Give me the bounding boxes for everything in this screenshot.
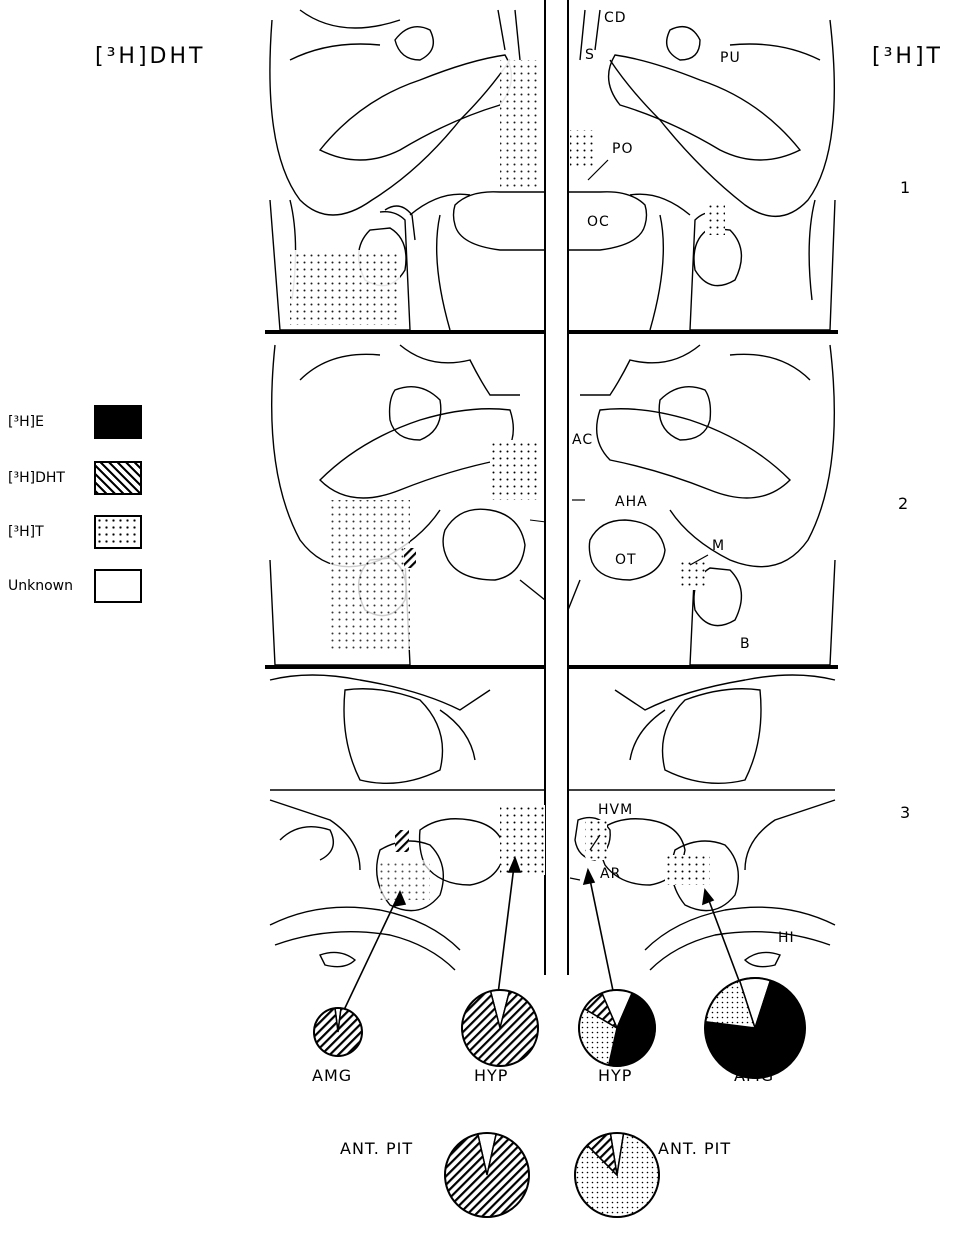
pie-label-left-ant-pit: ANT. PIT [340, 1139, 413, 1158]
pie-right-amg [705, 978, 805, 1078]
region-label-oc: OC [587, 214, 610, 230]
region-label-aha: AHA [615, 494, 648, 510]
pie-label-right-hyp: HYP [598, 1066, 632, 1085]
region-label-ar: AR [600, 866, 621, 882]
legend-item-dht: [³H]DHT [8, 460, 142, 496]
legend-label: [³H]DHT [8, 470, 94, 486]
pie-left-ant-pit [445, 1133, 529, 1217]
pie-right-hyp [579, 990, 655, 1066]
pie-left-amg [314, 1008, 362, 1056]
region-label-s: S [585, 47, 595, 63]
pie-label-left-hyp: HYP [474, 1066, 508, 1085]
region-label-m: M [712, 538, 725, 554]
legend-swatch-unknown [94, 569, 142, 603]
pie-label-left-amg: AMG [312, 1066, 352, 1085]
region-label-pu: PU [720, 50, 741, 66]
pie-label-right-amg: AMG [734, 1066, 774, 1085]
left-header: [³H]DHT [95, 44, 205, 69]
region-label-po: PO [612, 141, 633, 157]
region-label-b: B [740, 636, 751, 652]
pie-label-right-ant-pit: ANT. PIT [658, 1139, 731, 1158]
legend-item-e: [³H]E [8, 404, 142, 440]
region-label-hvm: HVM [598, 802, 633, 818]
legend-label: Unknown [8, 578, 94, 594]
legend-item-t: [³H]T [8, 514, 142, 550]
level-number-2: 2 [898, 494, 909, 513]
region-label-ac: AC [572, 432, 593, 448]
region-label-ot: OT [615, 552, 637, 568]
pie-left-hyp [462, 990, 538, 1066]
legend-item-unknown: Unknown [8, 568, 142, 604]
region-label-hi: HI [778, 930, 795, 946]
legend-swatch-dht [94, 461, 142, 495]
right-header: [³H]T [872, 44, 943, 69]
legend-swatch-t [94, 515, 142, 549]
pie-right-ant-pit [575, 1133, 659, 1217]
level-number-3: 3 [900, 803, 911, 822]
region-label-cd: CD [604, 10, 627, 26]
legend-label: [³H]E [8, 414, 94, 430]
level-number-1: 1 [900, 178, 911, 197]
legend-label: [³H]T [8, 524, 94, 540]
legend-swatch-e [94, 405, 142, 439]
